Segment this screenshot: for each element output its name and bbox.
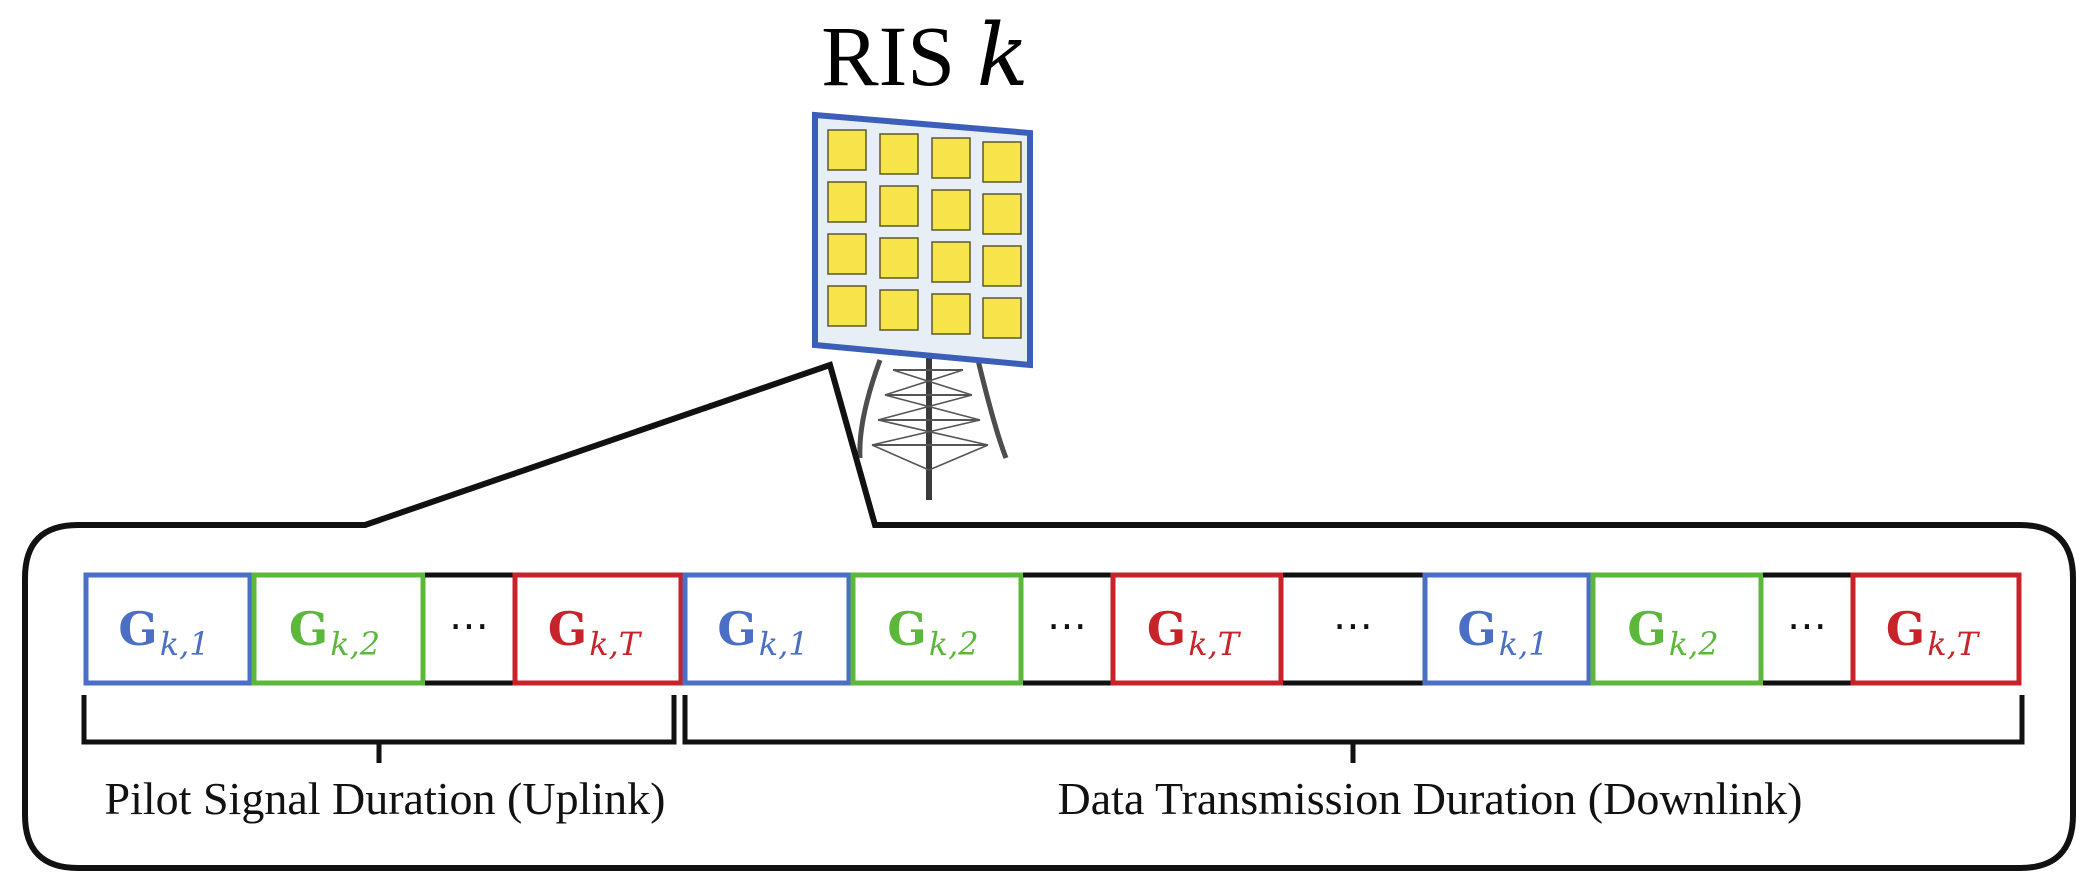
channel-slot-label: Gk,T (548, 602, 643, 663)
ris-element-cell (931, 293, 971, 335)
channel-slot-box (1110, 572, 1284, 686)
ris-title: RIS k (821, 6, 1028, 106)
ellipsis-label: ⋯ (449, 603, 489, 649)
ris-element-cell (982, 193, 1022, 235)
channel-slot-box (251, 572, 426, 686)
ris-element-cell (982, 297, 1022, 339)
channel-slot-label: Gk,1 (717, 602, 808, 663)
ris-element-cell (827, 129, 867, 171)
ris-element-cell (827, 285, 867, 327)
pilot-duration-label: Pilot Signal Duration (Uplink) (105, 773, 666, 824)
ris-element-cell (982, 245, 1022, 287)
ris-element-cell (879, 289, 919, 331)
channel-slot-box (682, 572, 852, 686)
channel-slot-label: Gk,1 (118, 602, 209, 663)
ris-element-cell (827, 181, 867, 223)
ris-title-prefix: RIS (821, 8, 976, 104)
zoom-callout-frame (22, 361, 2076, 871)
ris-element-cell (931, 241, 971, 283)
channel-slot-label: Gk,T (1886, 602, 1981, 663)
channel-slot-box (1850, 572, 2022, 686)
ris-element-cell (879, 237, 919, 279)
ris-element-cell (982, 141, 1022, 183)
time-slot-sequence: Gk,1 Gk,2 ⋯ Gk,T Gk,1 Gk,2 ⋯ Gk,T ⋯ Gk,1 Gk,2 ⋯ Gk,T (83, 572, 2022, 686)
ris-element-cell (931, 189, 971, 231)
data-bracket (682, 695, 2025, 763)
channel-slot-box (83, 572, 253, 686)
ris-element-cell (879, 185, 919, 227)
ris-title-index: k (977, 6, 1029, 106)
ris-element-cell (827, 233, 867, 275)
channel-slot-box (1422, 572, 1592, 686)
ellipsis-label: ⋯ (1787, 603, 1827, 649)
channel-slot-label: Gk,T (1147, 602, 1242, 663)
ellipsis-label: ⋯ (1047, 603, 1087, 649)
channel-slot-label: Gk,2 (887, 602, 978, 663)
ris-element-cell (879, 133, 919, 175)
data-duration-label: Data Transmission Duration (Downlink) (1058, 773, 1803, 824)
ris-element-cell (931, 137, 971, 179)
channel-slot-box (1590, 572, 1764, 686)
channel-slot-label: Gk,2 (1627, 602, 1718, 663)
channel-slot-label: Gk,1 (1457, 602, 1548, 663)
channel-slot-box (512, 572, 684, 686)
tower-icon (857, 355, 1009, 500)
channel-slot-label: Gk,2 (289, 602, 380, 663)
ris-panel-icon (812, 111, 1033, 369)
pilot-bracket (81, 695, 677, 763)
channel-slot-box (850, 572, 1024, 686)
ellipsis-label: ⋯ (1333, 603, 1373, 649)
